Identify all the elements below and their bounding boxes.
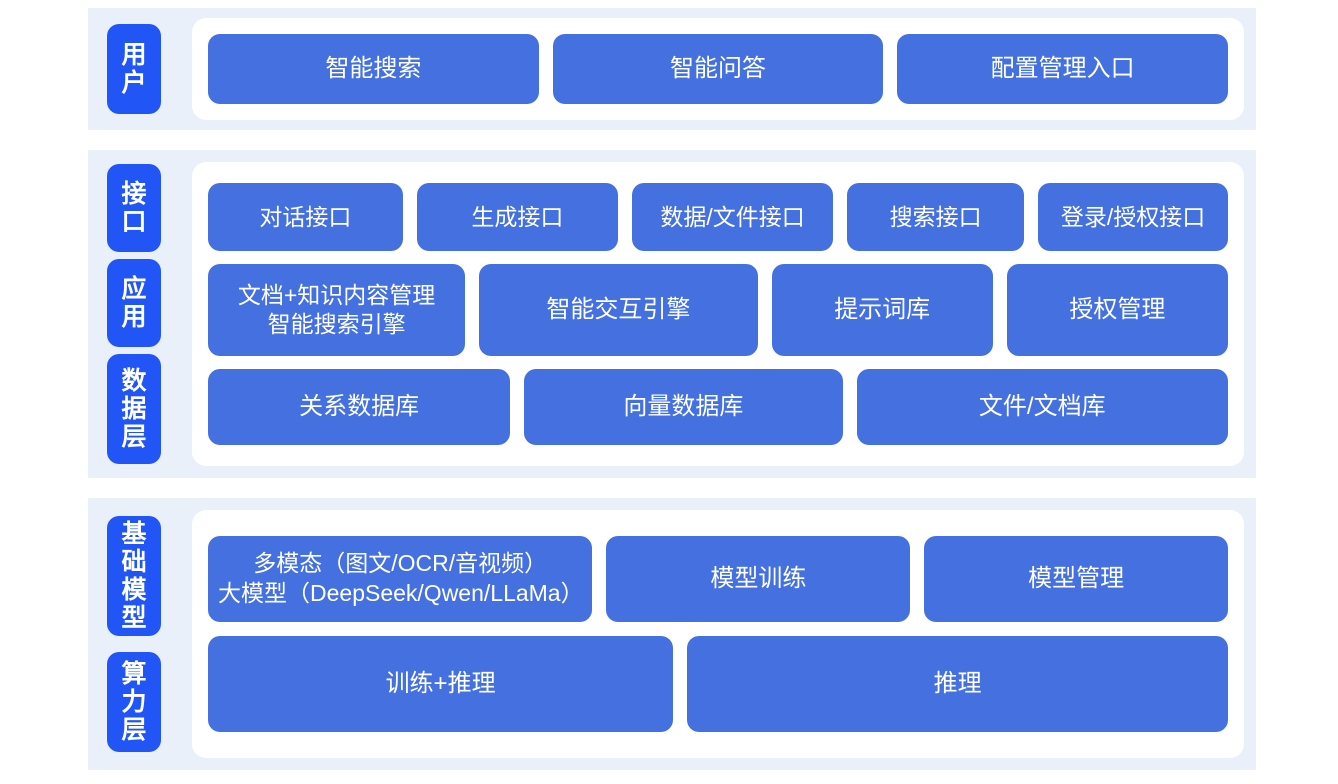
node-model-management[interactable]: 模型管理: [924, 536, 1228, 622]
node-authorization-management[interactable]: 授权管理: [1006, 264, 1228, 356]
node-generation-api[interactable]: 生成接口: [416, 183, 618, 251]
layer-chip-base-model[interactable]: 基础模型: [107, 516, 161, 636]
panel-user-layer: 智能搜索 智能问答 配置管理入口: [192, 18, 1244, 120]
panel-mid-layers: 对话接口 生成接口 数据/文件接口 搜索接口 登录/授权接口 文档+知识内容管理…: [192, 162, 1244, 466]
layer-rail-base: 基础模型 算力层: [88, 498, 180, 770]
node-config-management-entry[interactable]: 配置管理入口: [897, 34, 1229, 104]
node-training-and-inference[interactable]: 训练+推理: [208, 636, 674, 732]
node-vector-database[interactable]: 向量数据库: [524, 369, 843, 445]
panel-base-layers: 多模态（图文/OCR/音视频） 大模型（DeepSeek/Qwen/LLaMa）…: [192, 510, 1244, 758]
layer-rail-mid: 接口 应用 数据层: [88, 150, 180, 478]
layer-chip-user[interactable]: 用户: [107, 24, 161, 114]
layer-chip-compute[interactable]: 算力层: [107, 652, 161, 752]
node-smart-qa[interactable]: 智能问答: [552, 34, 884, 104]
row-base-models: 多模态（图文/OCR/音视频） 大模型（DeepSeek/Qwen/LLaMa）…: [208, 536, 1228, 622]
row-compute-resources: 训练+推理 推理: [208, 636, 1228, 732]
node-inference[interactable]: 推理: [687, 636, 1228, 732]
layer-chip-interface[interactable]: 接口: [107, 163, 161, 252]
layer-chip-data[interactable]: 数据层: [107, 354, 161, 465]
row-data-stores: 关系数据库 向量数据库 文件/文档库: [208, 369, 1228, 445]
node-smart-interaction-engine[interactable]: 智能交互引擎: [479, 264, 758, 356]
node-relational-database[interactable]: 关系数据库: [208, 369, 511, 445]
layer-chip-compute-label: 算力层: [121, 660, 147, 744]
layer-chip-user-label: 用户: [121, 41, 147, 97]
node-search-api[interactable]: 搜索接口: [847, 183, 1025, 251]
layer-chip-base-model-label: 基础模型: [121, 520, 147, 632]
layer-rail-user: 用户: [88, 8, 180, 130]
node-document-knowledge-management[interactable]: 文档+知识内容管理 智能搜索引擎: [208, 264, 466, 356]
layer-chip-interface-label: 接口: [121, 179, 147, 236]
row-application-modules: 文档+知识内容管理 智能搜索引擎 智能交互引擎 提示词库 授权管理: [208, 264, 1228, 356]
node-smart-search[interactable]: 智能搜索: [208, 34, 539, 104]
node-dialog-api[interactable]: 对话接口: [208, 183, 403, 251]
layer-chip-data-label: 数据层: [121, 367, 147, 452]
row-user-entrypoints: 智能搜索 智能问答 配置管理入口: [208, 34, 1229, 104]
node-data-file-api[interactable]: 数据/文件接口: [631, 183, 834, 251]
node-multimodal-large-model[interactable]: 多模态（图文/OCR/音视频） 大模型（DeepSeek/Qwen/LLaMa）: [208, 536, 593, 622]
row-interface-apis: 对话接口 生成接口 数据/文件接口 搜索接口 登录/授权接口: [208, 183, 1228, 251]
layer-chip-application-label: 应用: [121, 274, 147, 331]
node-model-training[interactable]: 模型训练: [606, 536, 911, 622]
node-file-document-store[interactable]: 文件/文档库: [856, 369, 1228, 445]
layer-chip-application[interactable]: 应用: [107, 258, 161, 347]
section-user-layer: 用户 智能搜索 智能问答 配置管理入口: [88, 8, 1256, 130]
node-login-auth-api[interactable]: 登录/授权接口: [1038, 183, 1228, 251]
section-base-model-compute: 基础模型 算力层 多模态（图文/OCR/音视频） 大模型（DeepSeek/Qw…: [88, 498, 1256, 770]
node-prompt-library[interactable]: 提示词库: [771, 264, 993, 356]
section-interface-application-data: 接口 应用 数据层 对话接口 生成接口 数据/文件接口 搜索接口 登录/授权接口…: [88, 150, 1256, 478]
